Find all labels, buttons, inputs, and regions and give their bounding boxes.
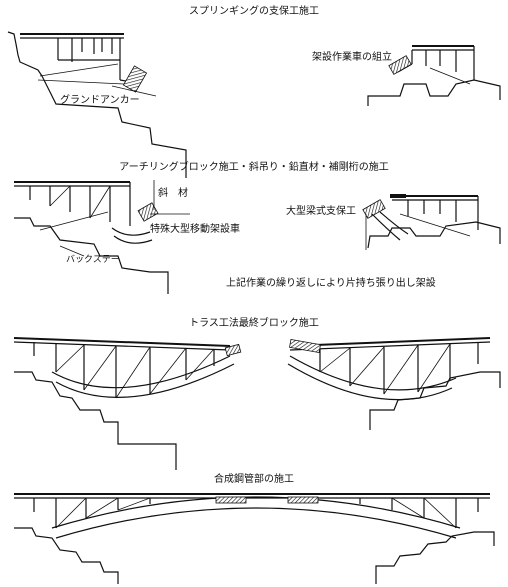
label-diagonal-member: 斜 材 (158, 186, 188, 199)
stage1-right-pier (367, 45, 501, 106)
label-back-stay: バックステー (66, 254, 120, 265)
stage4-full-arch (14, 493, 495, 584)
stage2-right-pier (362, 194, 501, 250)
stage1-left-pier (7, 31, 187, 178)
stage4-title: 合成鋼管部の施工 (214, 472, 294, 485)
label-repeat-note: 上記作業の繰り返しにより片持ち張り出し架設 (226, 276, 436, 289)
stage3-left-half (13, 337, 242, 470)
label-special-carrier: 特殊大型移動架設車 (150, 222, 240, 235)
stage2-title: アーチリングブロック施工・斜吊り・鉛直材・補剛桁の施工 (119, 160, 388, 173)
stage2-left-pier (14, 180, 190, 294)
stage3-title: トラス工法最終ブロック施工 (189, 316, 319, 329)
label-beam-support: 大型梁式支保工 (286, 204, 356, 217)
label-assembly: 架設作業車の組立 (312, 50, 392, 63)
stage3-right-half (287, 337, 501, 430)
stage1-title: スプリンギングの支保工施工 (189, 4, 319, 17)
label-ground-anchor: グランドアンカー (60, 93, 140, 106)
